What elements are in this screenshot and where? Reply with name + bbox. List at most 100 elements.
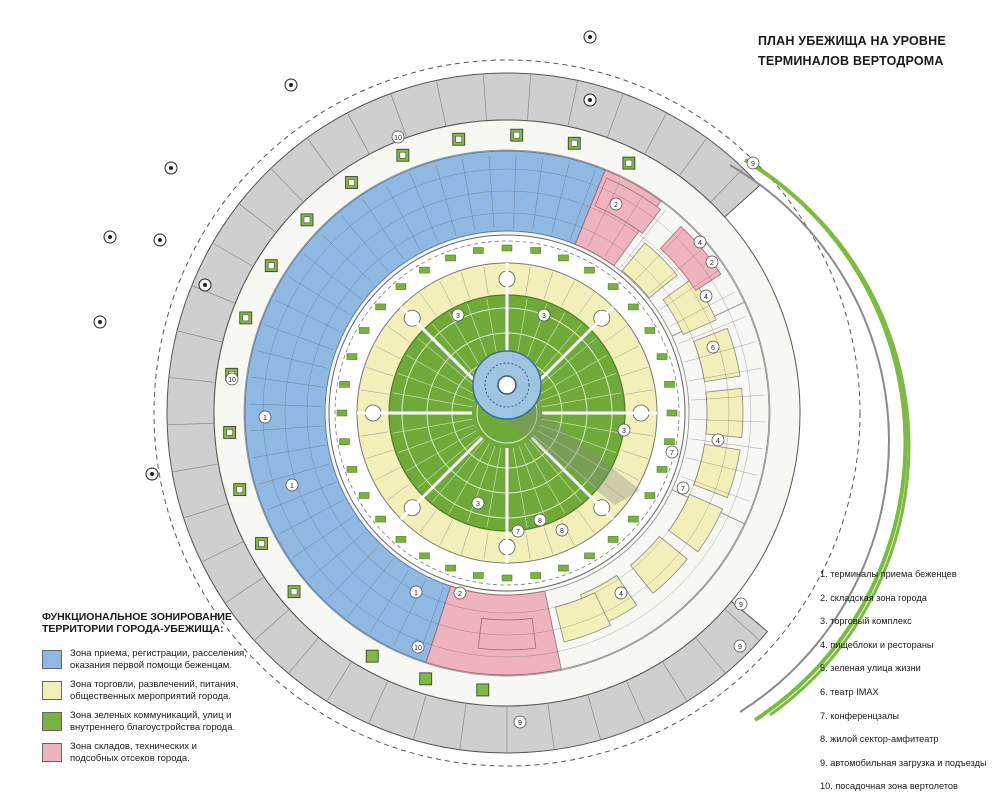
room-divider [275,299,341,333]
zone-number: 4 [704,294,708,301]
green-patch [628,303,639,311]
room-divider [249,425,323,432]
landing-pad-mark [226,429,233,436]
green-radial-path [406,430,477,472]
zone-text-yellow-line1: Зона торговли, развлечений, питания, [70,679,239,690]
trade-divider [366,367,393,377]
ring-segment-line [390,94,407,137]
room-divider [249,403,323,407]
green-patch [666,409,678,417]
zone-text-blue: Зона приема, регистрации, расселения, ок… [70,648,247,672]
road-number-marker [746,156,760,170]
trade-divider [543,527,553,554]
green-patch [339,381,350,388]
room-divider [680,476,750,502]
zone-legend-blue: Зона приема, регистрации, расселения, ок… [42,648,272,676]
road-number-marker [734,597,748,611]
main-avenue [530,436,615,521]
green-radial-path [417,338,481,391]
tree-trunk [158,238,162,242]
green-patch [473,247,484,254]
room-divider [678,316,747,344]
green-patch [530,572,541,579]
zone-legend-pink: Зона складов, технических и подсобных от… [42,741,272,769]
zone-text-blue-line2: оказания первой помощи беженцам. [70,660,232,671]
trade-divider [387,483,411,501]
landing-pad-mark [513,131,520,139]
numbered-legend: 1. терминалы приема беженцев 2. складска… [820,567,995,803]
green-patch [445,254,456,262]
room-divider [292,516,354,558]
room-divider [258,463,330,485]
ring-street-dash [334,240,680,586]
green-patch [419,552,430,560]
pad-number-marker [391,130,405,144]
landing-pad-mark [242,314,250,322]
ring-segment-line [679,138,707,176]
zone-number: 8 [538,518,542,525]
trade-divider [461,272,471,299]
landing-pad-mark [348,179,355,186]
room-divider [660,268,722,310]
helipad-ring-segments [168,74,760,752]
trade-divider [621,367,648,377]
green-patch [607,536,619,543]
zone-number: 2 [614,202,618,209]
room-divider [532,157,544,230]
zone-number: 3 [476,501,480,508]
green-patch [644,327,656,334]
zone-number-marker [676,481,690,495]
room-divider [635,227,687,281]
trade-divider [439,281,453,307]
room-divider [370,569,410,632]
trade-divider [525,531,531,560]
zone-number-marker [453,586,467,600]
swatch-yellow [42,681,62,700]
green-patch [375,303,386,311]
venue-block [621,242,678,299]
road-number: 9 [751,161,755,168]
landing-pad-mark [571,140,578,147]
zone-number: 7 [516,529,520,536]
zone-text-yellow-line2: общественных мероприятий города. [70,691,231,702]
ring-segment-line [644,113,667,154]
trade-divider [483,266,489,295]
landing-pad-mark [258,540,265,547]
trade-divider [375,467,401,481]
room-divider [252,444,325,459]
functional-zones [244,150,770,676]
green-radial-path [529,439,582,503]
plan-title-line2: ТЕРМИНАЛОВ ВЕРТОДРОМА [758,54,944,68]
zone-number: 3 [622,428,626,435]
green-patch [419,266,430,274]
room-divider [410,173,438,242]
zone-number: 1 [263,415,267,422]
green-radial-path [539,373,617,402]
zone-number: 6 [711,345,715,352]
room-divider [620,209,667,268]
green-radial-path [417,435,481,488]
room-divider [570,170,596,240]
room-divider [604,194,644,257]
green-patch [358,492,370,499]
room-divider [488,155,495,229]
room-divider [435,164,457,236]
trade-divider [577,509,595,533]
zone-number: 3 [542,313,546,320]
ring-segment-line [288,637,319,673]
zone-number: 4 [619,591,623,598]
legend-item: 7. конференцзалы [820,710,899,721]
trade-divider [625,431,654,437]
zone-number: 4 [698,240,702,247]
main-avenue [530,305,615,390]
ring-segment-line [662,662,687,701]
room-ring [306,212,708,614]
zone-legend-green: Зона зеленых коммуникаций, улиц и внутре… [42,710,272,738]
trade-divider [603,483,627,501]
ring-segment-line [177,330,222,343]
road-number-marker [733,639,747,653]
ring-segment-line [587,695,601,739]
ring-segment-line [547,704,555,749]
trade-divider [483,531,489,560]
trees [93,30,597,481]
